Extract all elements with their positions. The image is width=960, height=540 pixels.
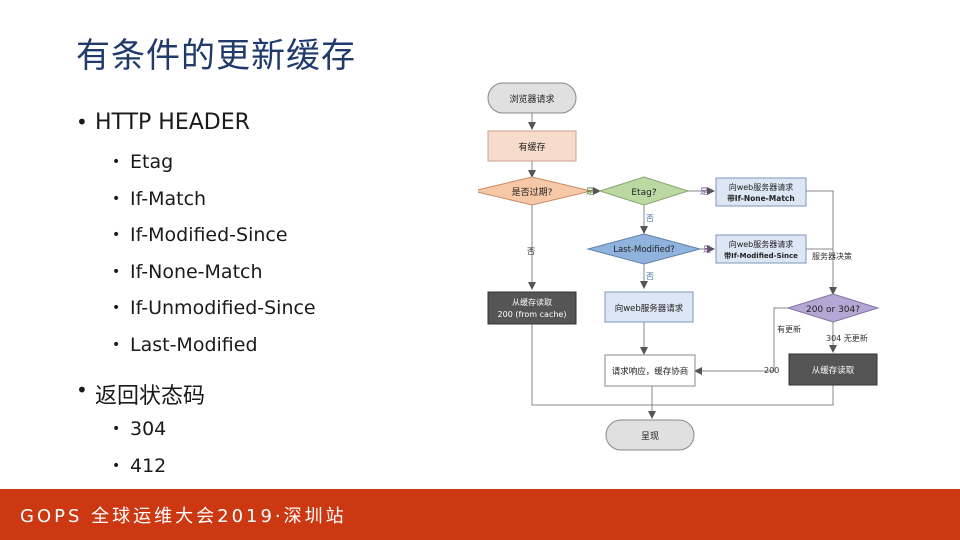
node-last-modified-label: Last-Modified? [613, 245, 675, 255]
node-status-label: 200 or 304? [806, 305, 860, 315]
bullet-dot: • [112, 337, 121, 353]
edge-200-to-negotiate [694, 307, 788, 375]
edge-request1-down [806, 190, 834, 288]
node-render [605, 419, 695, 451]
bullet-dot: • [112, 154, 121, 170]
edge-label-no-expired: 否 [527, 247, 535, 256]
node-request-if-none-match-line2: 带If-None-Match [727, 193, 794, 203]
bullet-if-match: If-Match [130, 188, 207, 210]
bullet-412: 412 [130, 455, 167, 477]
bullet-status-codes: 返回状态码 [95, 384, 206, 409]
node-expired-decision [478, 176, 592, 206]
bullet-dot: • [112, 264, 121, 280]
edge-label-yes-etag: 是 [700, 187, 708, 196]
node-request-if-modified-line2: 带If-Modified-Since [724, 251, 798, 260]
flow-connectors [528, 113, 837, 419]
node-has-cache [487, 130, 577, 162]
node-request-if-none-match-line1: 向web服务器请求 [729, 182, 794, 192]
bullet-dot: • [112, 458, 121, 474]
node-browser-request [487, 82, 577, 114]
node-status-decision [786, 293, 880, 323]
bullet-dot: • [112, 300, 121, 316]
edge-label-not-modified: 304 无更新 [826, 333, 868, 343]
node-request-server [604, 291, 694, 323]
node-negotiate-label: 请求响应，缓存协商 [612, 366, 689, 377]
node-etag-decision [598, 176, 690, 206]
bullet-http-header: HTTP HEADER [95, 110, 250, 135]
node-has-cache-label: 有缓存 [518, 141, 545, 153]
bullet-dot: • [112, 191, 121, 207]
bullet-if-none-match: If-None-Match [130, 261, 263, 283]
node-request-if-modified-line1: 向web服务器请求 [729, 239, 794, 249]
bullet-if-unmodified-since: If-Unmodified-Since [130, 297, 316, 319]
bullet-304: 304 [130, 418, 167, 440]
bullet-dot: • [112, 421, 121, 437]
node-read-cache-200-line1: 从缓存读取 [512, 297, 552, 307]
node-last-modified-decision [586, 233, 702, 265]
edge-cache-to-render [531, 322, 652, 406]
label-server-decision: 服务器决策 [812, 251, 852, 261]
node-request-server-label: 向web服务器请求 [615, 303, 684, 314]
node-browser-request-label: 浏览器请求 [509, 93, 554, 105]
bullet-etag: Etag [130, 151, 174, 173]
node-negotiate [604, 354, 696, 387]
page-title: 有条件的更新缓存 [76, 36, 356, 76]
edge-label-no-lastmod: 否 [646, 272, 654, 281]
bullet-if-modified-since: If-Modified-Since [130, 224, 288, 246]
edge-label-yes-expired: 是 [586, 187, 594, 196]
node-etag-label: Etag? [631, 188, 656, 198]
node-request-if-none-match [715, 177, 807, 207]
node-read-cache-200 [487, 291, 577, 325]
bullet-dot: • [76, 110, 88, 134]
bullet-dot: • [76, 378, 88, 402]
cache-flowchart: 浏览器请求 有缓存 是否过期? Etag? 向web服务器请求 带If-None… [478, 82, 880, 451]
edge-label-updated: 有更新 [777, 324, 801, 334]
node-read-cache [788, 353, 878, 386]
node-read-cache-label: 从缓存读取 [812, 365, 855, 376]
edge-label-yes-lastmod: 是 [703, 245, 711, 254]
node-render-label: 呈现 [641, 431, 659, 442]
bullet-last-modified: Last-Modified [130, 334, 258, 356]
node-read-cache-200-line2: 200 (from cache) [498, 310, 567, 319]
node-expired-label: 是否过期? [512, 186, 553, 198]
edge-label-200: 200 [764, 366, 779, 375]
edge-304-to-render [652, 385, 834, 406]
node-request-if-modified-since [715, 234, 807, 264]
footer-bar: GOPS 全球运维大会2019·深圳站 [0, 489, 960, 540]
edge-label-no-etag: 否 [646, 214, 654, 223]
footer-text: GOPS 全球运维大会2019·深圳站 [20, 506, 347, 527]
bullet-dot: • [112, 227, 121, 243]
